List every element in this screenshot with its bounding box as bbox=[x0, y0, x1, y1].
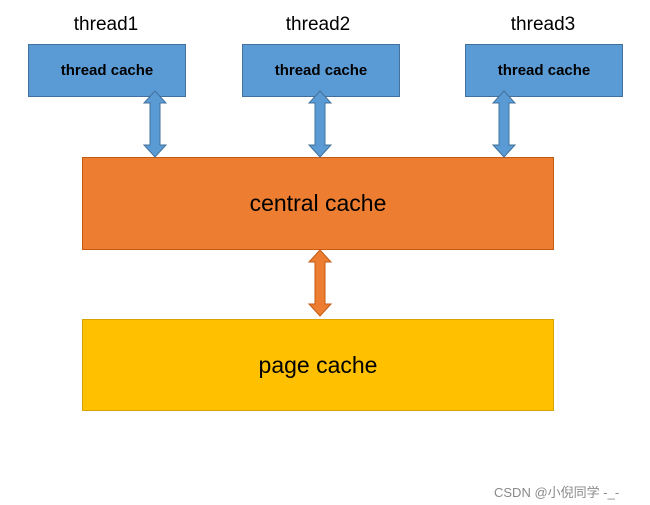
thread2-cache-box: thread cache bbox=[242, 44, 400, 97]
thread2-label: thread2 bbox=[285, 14, 351, 35]
thread3-central-arrow bbox=[491, 90, 517, 158]
page-cache-label: page cache bbox=[258, 351, 378, 378]
page-cache-box: page cache bbox=[82, 319, 554, 411]
central-cache-box: central cache bbox=[82, 157, 554, 250]
watermark-text: CSDN @小倪同学 -_- bbox=[494, 485, 620, 500]
thread3-label: thread3 bbox=[510, 14, 576, 35]
thread1-central-arrow bbox=[142, 90, 168, 158]
thread3-cache-box: thread cache bbox=[465, 44, 623, 97]
thread1-cache-box: thread cache bbox=[28, 44, 186, 97]
thread2-central-arrow bbox=[307, 90, 333, 158]
central-cache-label: central cache bbox=[249, 190, 387, 216]
central-page-arrow bbox=[307, 249, 333, 317]
thread1-label: thread1 bbox=[73, 14, 139, 35]
